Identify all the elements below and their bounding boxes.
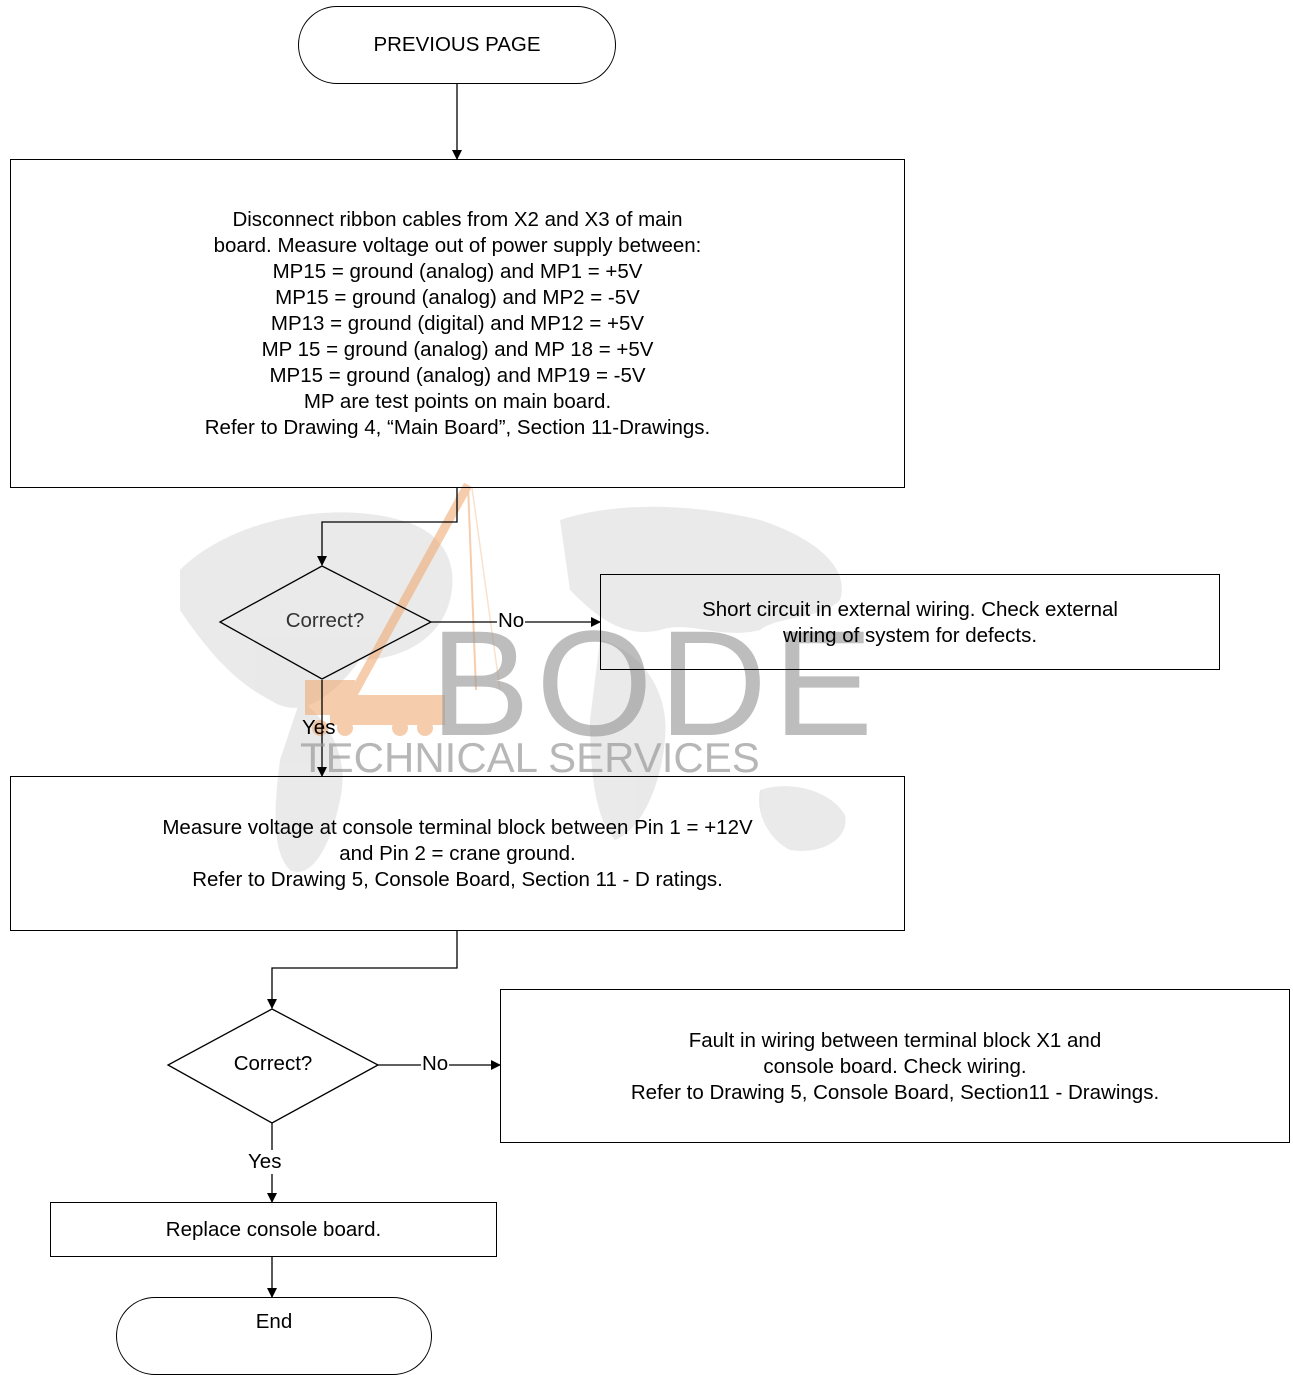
decision-1-label: Correct? <box>285 609 365 632</box>
end-terminator: End <box>116 1297 432 1375</box>
step-measure-console-voltage-text: Measure voltage at console terminal bloc… <box>162 815 753 891</box>
step-measure-console-voltage: Measure voltage at console terminal bloc… <box>10 776 905 931</box>
fault-wiring-text: Fault in wiring between terminal block X… <box>630 1029 1160 1104</box>
fault-short-circuit-text: Short circuit in external wiring. Check … <box>702 598 1118 647</box>
edge-step2-to-decision2 <box>267 931 458 1009</box>
start-terminator: PREVIOUS PAGE <box>298 6 616 84</box>
end-label: End <box>255 1310 293 1333</box>
start-label: PREVIOUS PAGE <box>373 33 541 56</box>
watermark-tagline: TECHNICAL SERVICES <box>300 734 760 781</box>
fault-short-circuit-box: Short circuit in external wiring. Check … <box>600 574 1220 670</box>
step-disconnect-ribbon-cables-text: Disconnect ribbon cables from X2 and X3 … <box>204 207 711 439</box>
step-replace-console-board-text: Replace console board. <box>165 1217 382 1241</box>
step-replace-console-board: Replace console board. <box>50 1202 497 1257</box>
watermark-crane-graphic <box>305 482 501 736</box>
decision-2-no-label: No <box>421 1052 450 1076</box>
decision-2-label: Correct? <box>233 1052 313 1075</box>
decision-1-no-label: No <box>497 609 526 633</box>
decision-2-yes-label: Yes <box>248 1150 282 1174</box>
watermark-world-map <box>180 506 846 872</box>
decision-1-yes-label: Yes <box>302 716 336 739</box>
edge-step1-to-decision1 <box>317 488 458 566</box>
fault-wiring-box: Fault in wiring between terminal block X… <box>500 989 1290 1143</box>
decision-diamond-1 <box>218 565 433 680</box>
decision-diamond-2 <box>166 1008 380 1124</box>
step-disconnect-ribbon-cables: Disconnect ribbon cables from X2 and X3 … <box>10 159 905 488</box>
watermark-brand: BODE <box>430 599 880 767</box>
